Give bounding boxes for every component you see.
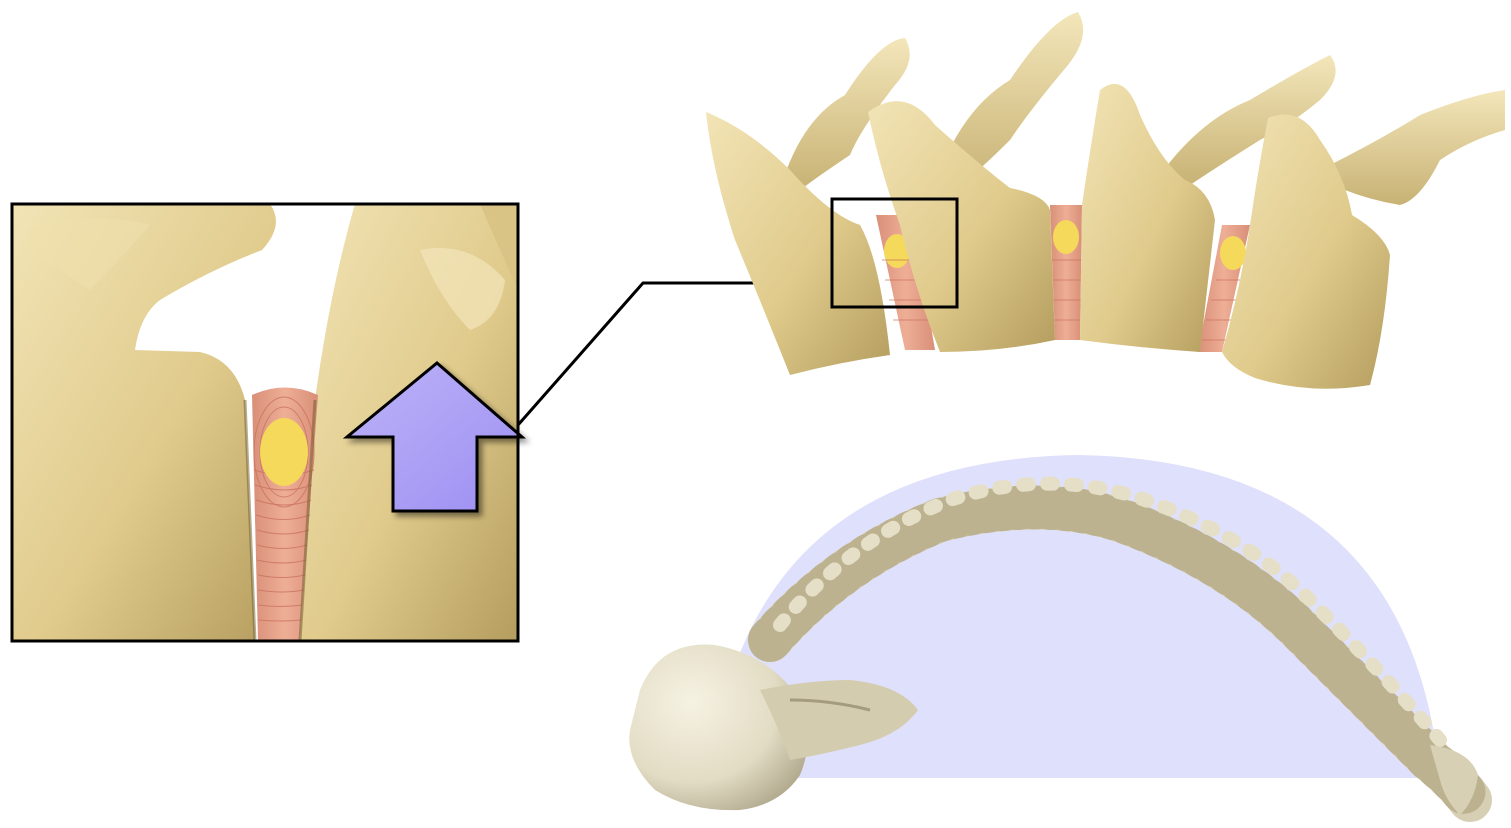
vertebra-1 [706,38,910,375]
vertebra-segment [706,12,1505,389]
full-spine [629,455,1478,815]
zoom-nucleus [260,418,308,486]
